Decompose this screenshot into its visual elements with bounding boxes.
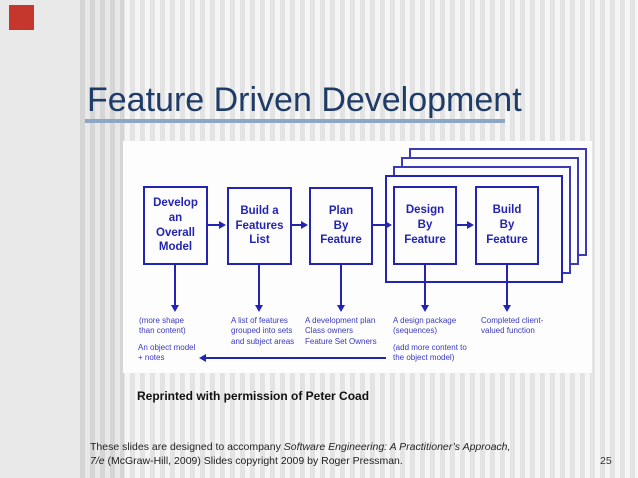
flow-arrow-2-icon [291,221,308,229]
footer-line2: 7/e (McGraw-Hill, 2009) Slides copyright… [90,455,560,469]
slide-title: Feature Driven Development [87,81,522,119]
note-development-plan: A development plan Class owners Feature … [305,316,377,346]
feedback-arrow-icon [199,354,386,362]
red-marker-square [9,5,34,30]
note-add-more-content: (add more content to the object model) [393,343,467,363]
flow-arrow-4-icon [457,221,474,229]
title-underline [85,119,505,123]
flow-arrow-3-icon [373,221,392,229]
footer-credit: These slides are designed to accompany S… [90,441,560,468]
note-completed-function: Completed client- valued function [481,316,544,336]
page-number: 25 [600,455,612,467]
output-arrow-2-icon [255,265,263,312]
output-arrow-1-icon [171,265,179,312]
note-design-package: A design package (sequences) [393,316,457,336]
footer-line1-prefix: These slides are designed to accompany [90,441,284,453]
footer-line1: These slides are designed to accompany S… [90,441,560,455]
process-box-build-by-feature: Build By Feature [475,186,539,265]
process-box-develop-overall-model: Develop an Overall Model [143,186,208,265]
process-box-plan-by-feature: Plan By Feature [309,187,373,265]
footer-line2-rest: (McGraw-Hill, 2009) Slides copyright 200… [104,454,403,467]
note-more-shape: (more shape than content) [139,316,186,336]
note-object-model: An object model + notes [138,343,196,363]
footer-line2-edition: 7/e [90,454,105,467]
background-stripes-dark-band [80,0,124,478]
output-arrow-5-icon [503,265,511,312]
footer-line1-book-title: Software Engineering: A Practitioner’s A… [283,441,511,453]
process-box-build-features-list: Build a Features List [227,187,292,265]
diagram-panel: Develop an Overall Model Build a Feature… [123,141,592,373]
process-box-design-by-feature: Design By Feature [393,186,457,265]
note-features-list: A list of features grouped into sets and… [231,316,295,346]
output-arrow-3-icon [337,265,345,312]
output-arrow-4-icon [421,265,429,312]
attribution-text: Reprinted with permission of Peter Coad [137,389,370,403]
flow-arrow-1-icon [208,221,226,229]
